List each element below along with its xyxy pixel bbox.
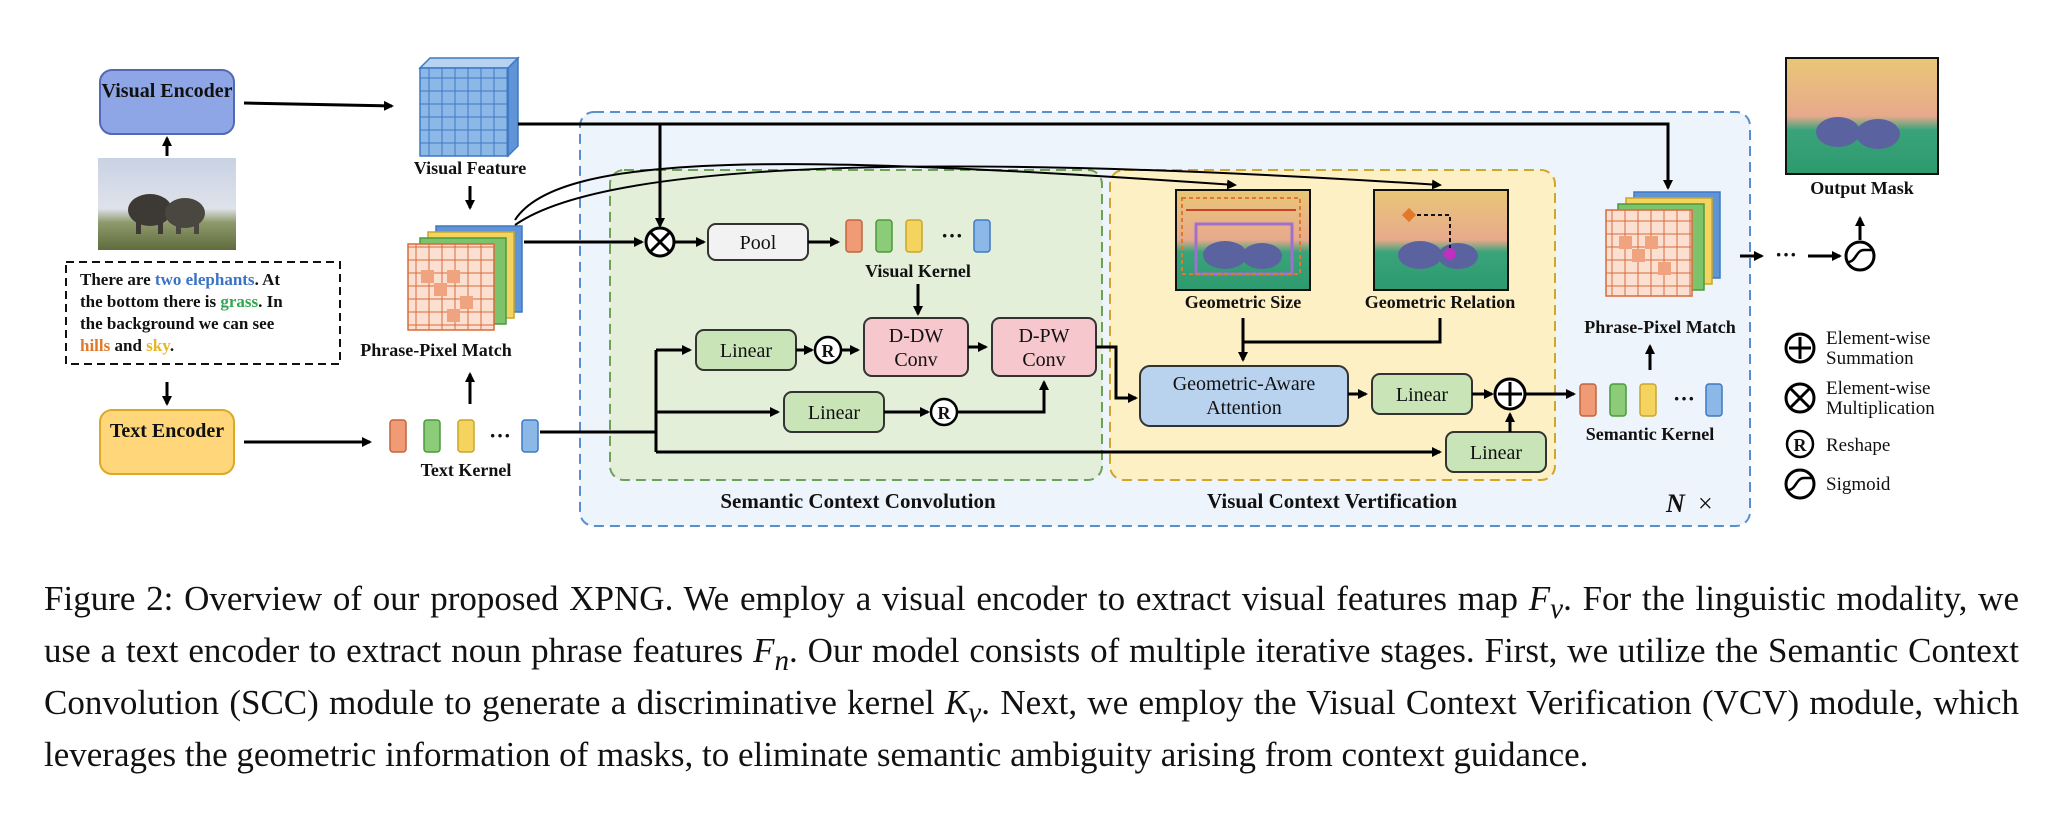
- visual-encoder-label-1: Visual Encoder: [102, 80, 233, 102]
- geometric-relation-label: Geometric Relation: [1365, 292, 1515, 312]
- sigmoid-operator: [1844, 240, 1876, 272]
- ddw-conv-label-2: Conv: [894, 349, 937, 371]
- legend-sigmoid-label: Sigmoid: [1826, 474, 1891, 495]
- semantic-kernel-vectors: [1579, 383, 1723, 417]
- output-mask-label: Output Mask: [1810, 178, 1914, 198]
- linear-box-4: [1445, 431, 1547, 473]
- legend-multiply-label-1: Element-wise: [1826, 378, 1930, 399]
- output-ellipsis: ···: [1775, 242, 1797, 267]
- ddw-conv-label-1: D-DW: [889, 325, 944, 347]
- legend-reshape-label: Reshape: [1826, 435, 1890, 456]
- reshape-operator-2: R: [929, 397, 959, 427]
- linear-label-2: Linear: [808, 402, 861, 424]
- input-text-line-1: There are two elephants. At: [80, 270, 280, 289]
- linear-label-1: Linear: [720, 340, 773, 362]
- pool-label: Pool: [740, 232, 777, 254]
- visual-feature-cube: [418, 56, 520, 158]
- geometric-aware-attention-box: [1139, 365, 1349, 427]
- visual-encoder-box: [99, 69, 235, 135]
- legend-multiply-label-2: Multiplication: [1826, 398, 1935, 419]
- linear-label-4: Linear: [1470, 442, 1523, 464]
- architecture-diagram: Visual Encoder There are two elephants. …: [65, 56, 1939, 527]
- output-mask-image: [1785, 57, 1939, 175]
- figure-caption: Figure 2: Overview of our proposed XPNG.…: [44, 579, 2020, 774]
- reshape-operator-1: R: [813, 335, 843, 365]
- text-kernel-ellipsis: ···: [489, 423, 511, 448]
- semantic-kernel-label: Semantic Kernel: [1586, 424, 1714, 444]
- geometric-size-label: Geometric Size: [1185, 292, 1301, 312]
- input-elephant-image: [98, 158, 236, 250]
- legend-summation-label-2: Summation: [1826, 348, 1914, 369]
- geometric-attention-label-2: Attention: [1206, 397, 1282, 419]
- n-times-label: N: [1665, 489, 1686, 518]
- dpw-conv-label-1: D-PW: [1018, 325, 1069, 347]
- text-encoder-label: Text Encoder: [110, 420, 224, 442]
- semantic-kernel-ellipsis: ···: [1673, 386, 1695, 411]
- visual-kernel-vectors: [845, 219, 991, 253]
- input-text-line-4: hills and sky.: [80, 336, 174, 355]
- legend-summation-label-1: Element-wise: [1826, 328, 1930, 349]
- vcv-label: Visual Context Vertification: [1207, 489, 1457, 513]
- legend: Element-wise Summation Element-wise Mult…: [1784, 328, 1935, 500]
- visual-feature-label: Visual Feature: [414, 158, 527, 178]
- svg-text:R: R: [938, 403, 952, 423]
- dpw-conv-label-2: Conv: [1022, 349, 1065, 371]
- text-encoder-box: [99, 409, 235, 475]
- phrase-pixel-match-label-right: Phrase-Pixel Match: [1584, 317, 1735, 337]
- legend-summation-icon: [1784, 332, 1816, 364]
- input-text-box: [65, 261, 341, 365]
- geometric-attention-label-1: Geometric-Aware: [1173, 373, 1316, 395]
- geometric-size-image: [1175, 189, 1311, 291]
- svg-text:R: R: [1794, 435, 1808, 455]
- summation-operator: [1493, 377, 1527, 411]
- legend-reshape-icon: R: [1785, 429, 1815, 459]
- input-text-line-2: the bottom there is grass. In: [80, 292, 283, 311]
- phrase-pixel-match-stack-right: [1605, 191, 1721, 297]
- linear-label-3: Linear: [1396, 384, 1449, 406]
- text-kernel-vectors: [389, 419, 539, 453]
- geometric-relation-image: [1373, 189, 1509, 291]
- phrase-pixel-match-stack-left: [407, 225, 523, 331]
- phrase-pixel-match-label-left: Phrase-Pixel Match: [360, 340, 511, 360]
- input-text-line-3: the background we can see: [80, 314, 275, 333]
- legend-multiply-icon: [1784, 382, 1816, 414]
- times-symbol: ×: [1698, 489, 1713, 518]
- visual-kernel-label: Visual Kernel: [865, 261, 971, 281]
- svg-text:R: R: [822, 341, 836, 361]
- text-kernel-label: Text Kernel: [421, 460, 512, 480]
- legend-sigmoid-icon: [1784, 468, 1816, 500]
- scc-label: Semantic Context Convolution: [720, 489, 996, 513]
- multiply-operator: [644, 226, 676, 258]
- visual-kernel-ellipsis: ···: [941, 223, 963, 248]
